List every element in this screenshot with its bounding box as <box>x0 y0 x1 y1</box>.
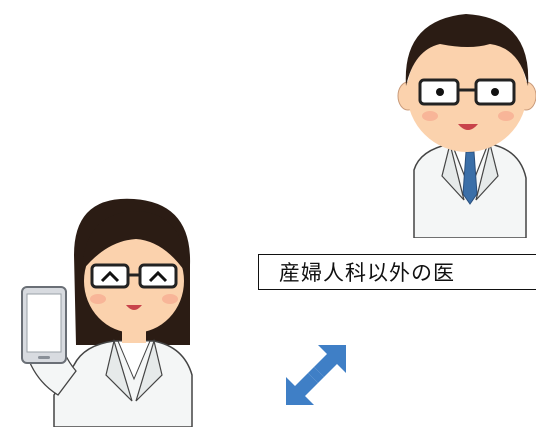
doctor-female-smartphone-illustration <box>21 198 193 427</box>
caption-text: 産婦人科以外の医 <box>279 261 455 285</box>
bidirectional-diagonal-arrow-icon <box>286 345 346 405</box>
caption-box: 産婦人科以外の医 <box>258 254 536 290</box>
doctor-male-illustration <box>397 14 536 238</box>
